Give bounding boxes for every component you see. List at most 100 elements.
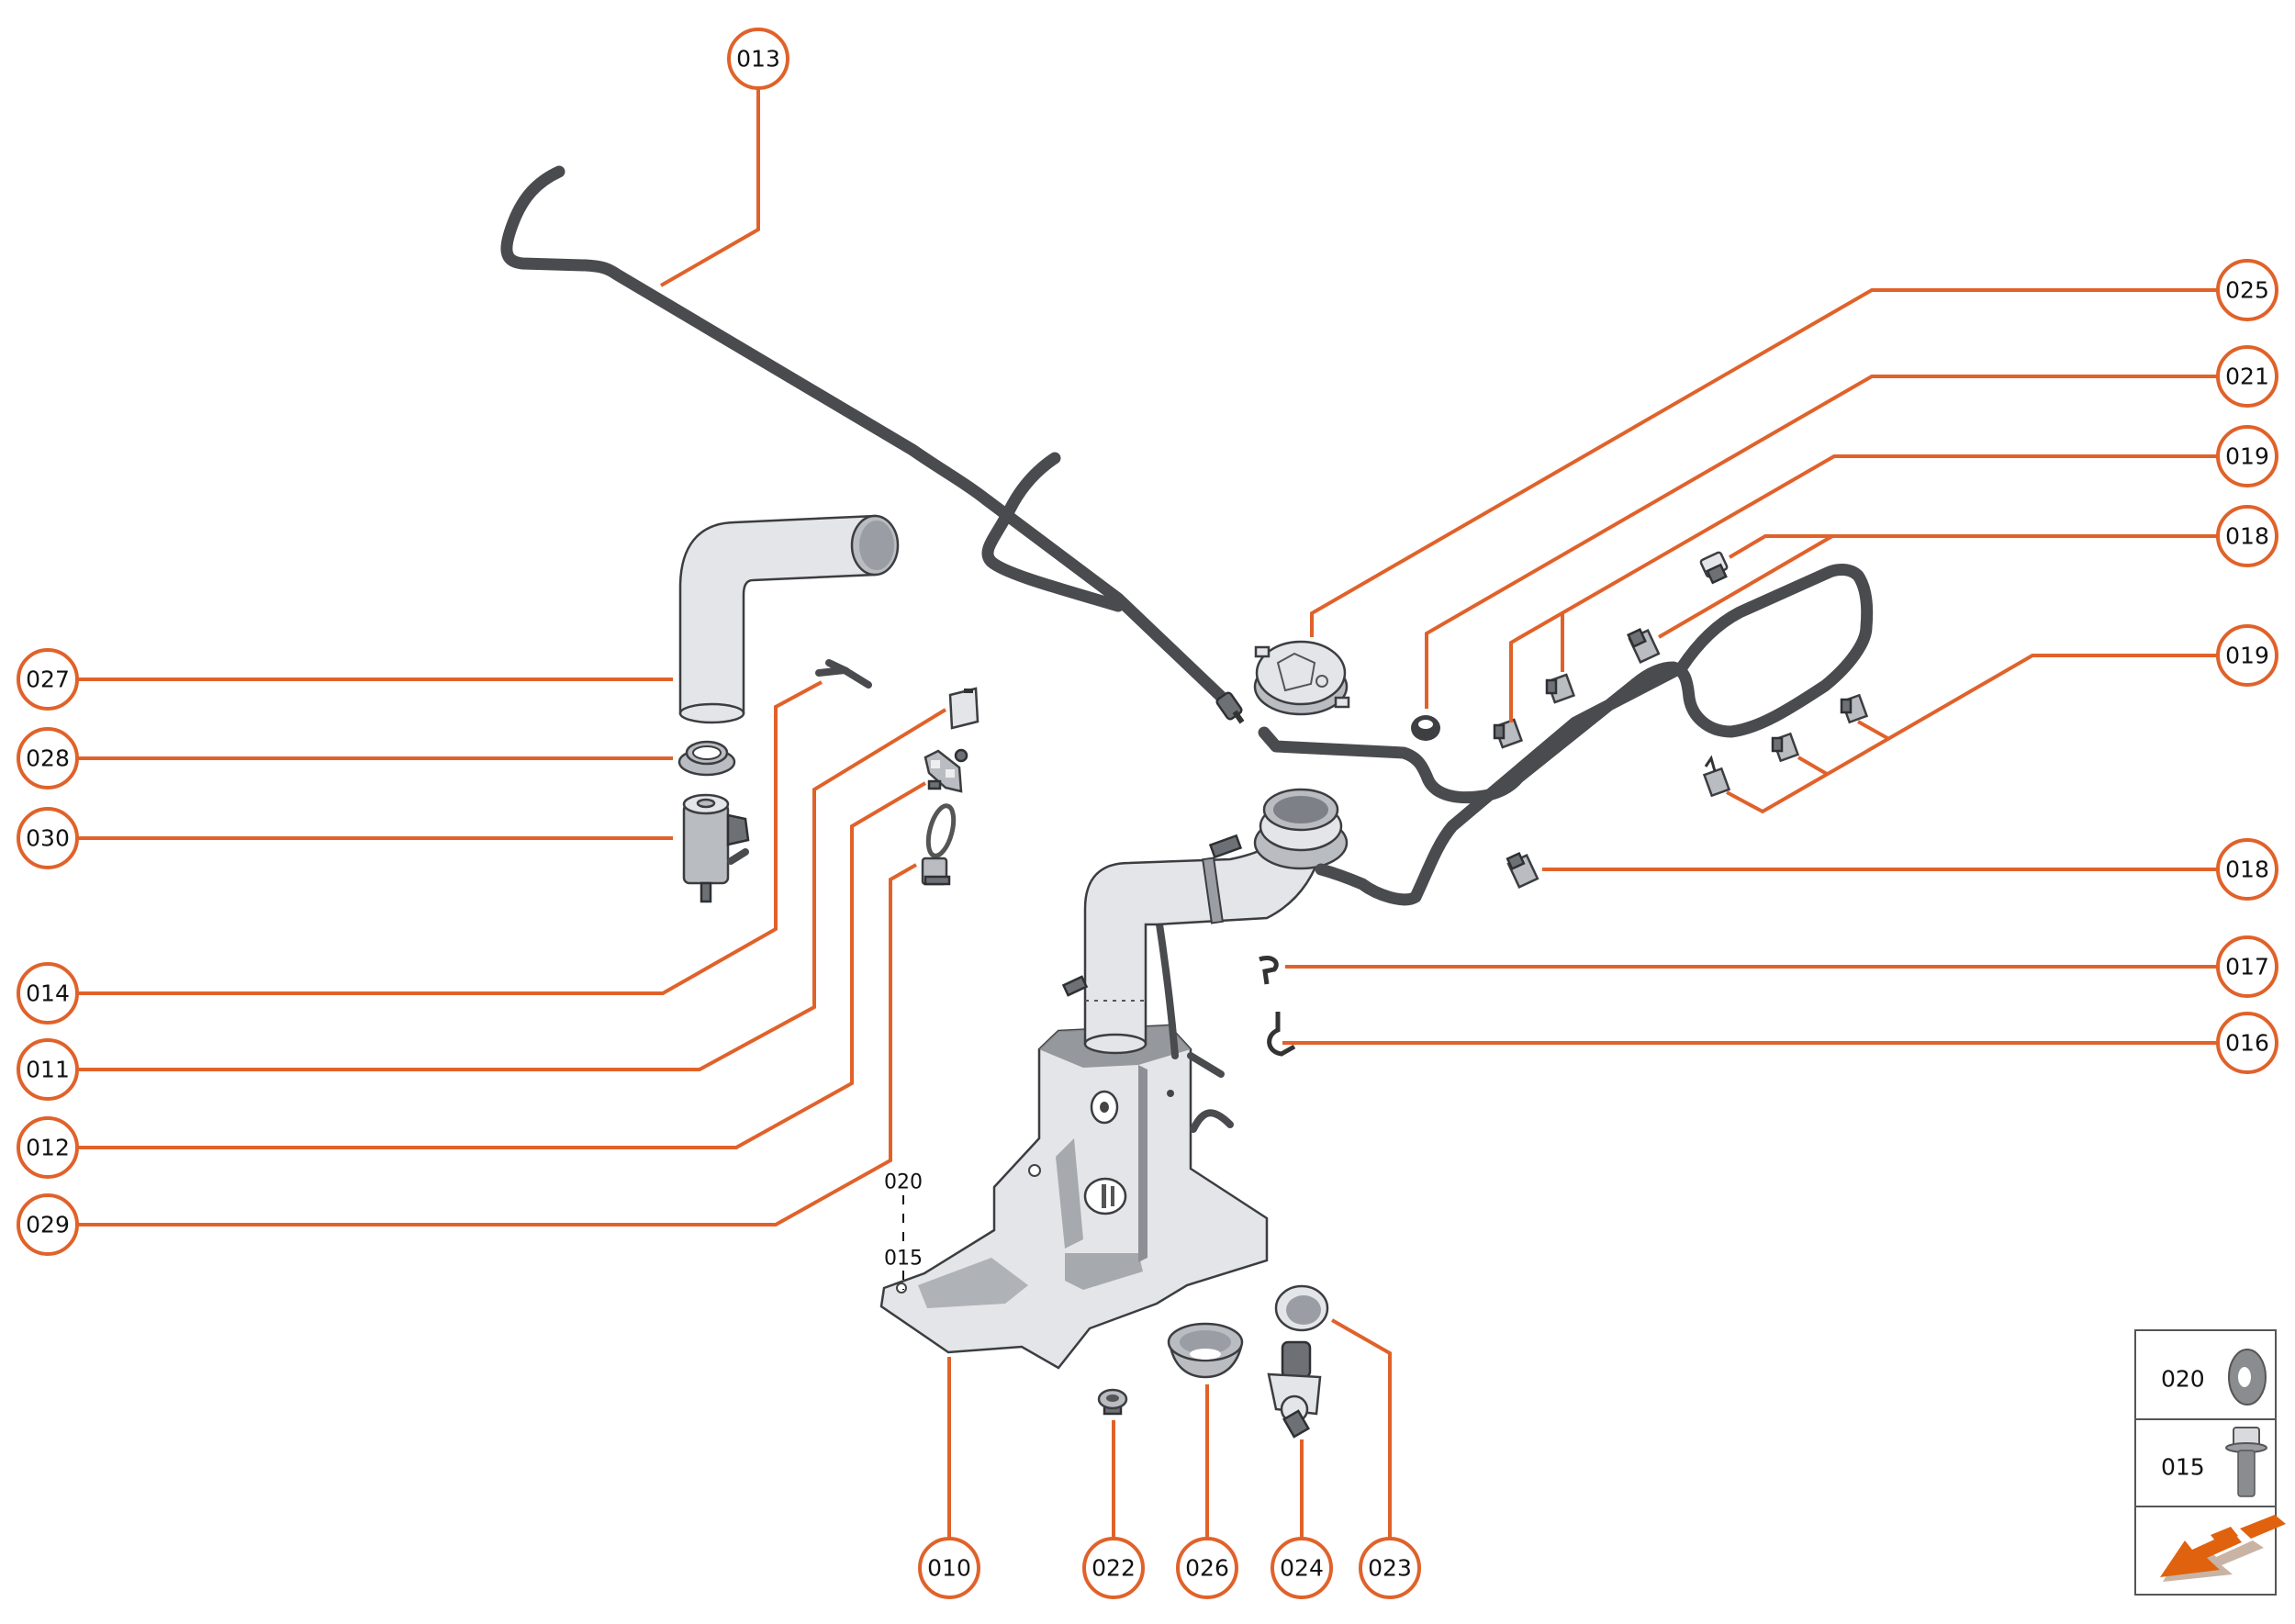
callout-018[interactable]: 018 [1657, 505, 2278, 639]
leader-line [77, 863, 917, 1226]
callout-label: 018 [2225, 523, 2269, 550]
callout-019[interactable]: 019 [1509, 425, 2278, 722]
level-sensor-024-drawing [1267, 1340, 1322, 1439]
orientation-arrow-icon [2160, 1515, 2286, 1582]
callout-label: 027 [26, 666, 70, 693]
callout-circle[interactable] [1176, 1537, 1238, 1599]
callout-circle[interactable] [17, 1193, 79, 1256]
callout-circle[interactable] [17, 807, 79, 869]
callout-circle[interactable] [2216, 425, 2278, 487]
leader-line [1728, 534, 2218, 559]
flange-bolt-icon [2225, 1427, 2267, 1497]
callout-029[interactable]: 029 [17, 863, 917, 1256]
callout-circle[interactable] [2216, 624, 2278, 687]
callout-025[interactable]: 025 [1310, 259, 2278, 637]
clip-018c [1506, 851, 1539, 889]
leader-line [1509, 454, 2218, 722]
leader-branch [1657, 534, 1834, 639]
callout-label: 014 [26, 980, 70, 1007]
grommet-028-drawing [677, 740, 736, 777]
callout-027[interactable]: 027 [17, 648, 673, 711]
leader-line [1726, 654, 2218, 814]
callout-016[interactable]: 016 [1282, 1012, 2278, 1074]
callout-021[interactable]: 021 [1425, 345, 2278, 709]
filler-cap-025-drawing [1253, 640, 1350, 716]
bracket-012-drawing [924, 748, 968, 793]
callout-circle[interactable] [1359, 1537, 1421, 1599]
clamp-029-drawing [921, 803, 957, 886]
callout-026[interactable]: 026 [1176, 1384, 1238, 1599]
callout-circle[interactable] [2216, 935, 2278, 998]
callout-022[interactable]: 022 [1082, 1420, 1145, 1599]
callout-circle[interactable] [17, 962, 79, 1025]
leader-line [1331, 1318, 1392, 1539]
clip-019b [1545, 673, 1576, 704]
legend-part-015: 015 [2161, 1454, 2205, 1481]
callout-label: 019 [2225, 643, 2269, 669]
clip-019d [1771, 732, 1800, 763]
callout-circle[interactable] [918, 1537, 980, 1599]
callout-circle[interactable] [2216, 259, 2278, 321]
leader-line [77, 781, 927, 1149]
leader-branch [1857, 720, 1888, 740]
callout-label: 011 [26, 1057, 70, 1083]
callout-label: 028 [26, 745, 70, 772]
clip-018a [1699, 551, 1729, 585]
clip-017 [1259, 955, 1279, 985]
callout-label: 023 [1368, 1555, 1412, 1582]
callout-024[interactable]: 024 [1271, 1439, 1333, 1599]
callout-013[interactable]: 013 [660, 28, 789, 287]
callout-label: 010 [927, 1555, 971, 1582]
leader-line [77, 680, 823, 995]
callout-label: 017 [2225, 954, 2269, 980]
clip-019e [1702, 755, 1731, 798]
callout-label: 026 [1185, 1555, 1229, 1582]
callout-label: 018 [2225, 857, 2269, 883]
callout-label: 021 [2225, 364, 2269, 390]
callout-circle[interactable] [17, 648, 79, 711]
callout-circle[interactable] [1271, 1537, 1333, 1599]
clip-019a [1493, 718, 1524, 749]
callout-label: 022 [1092, 1555, 1136, 1582]
callout-circle[interactable] [2216, 838, 2278, 901]
callout-circle[interactable] [727, 28, 789, 90]
callout-label: 024 [1280, 1555, 1324, 1582]
callout-circle[interactable] [1082, 1537, 1145, 1599]
clip-018b [1627, 628, 1661, 664]
callout-circle[interactable] [2216, 345, 2278, 408]
callout-circle[interactable] [17, 1116, 79, 1179]
plug-022-drawing [1097, 1388, 1128, 1416]
distribution-hose-drawing [1258, 564, 1874, 906]
callout-014[interactable]: 014 [17, 680, 823, 1025]
grommet-026-drawing [1167, 1322, 1244, 1379]
clip-019c [1840, 693, 1869, 724]
callout-circle[interactable] [17, 1038, 79, 1101]
callout-label: 019 [2225, 443, 2269, 470]
callout-010[interactable]: 010 [918, 1357, 980, 1599]
leader-line [1310, 288, 2218, 637]
callout-028[interactable]: 028 [17, 727, 673, 790]
callout-023[interactable]: 023 [1331, 1318, 1421, 1599]
leader-line [1425, 375, 2218, 709]
leader-branch [1797, 756, 1829, 776]
reservoir-010-drawing [879, 1024, 1269, 1370]
callout-030[interactable]: 030 [17, 807, 673, 869]
callout-019[interactable]: 019 [1726, 624, 2278, 814]
legend-part-020: 020 [2161, 1366, 2205, 1393]
pad-011-drawing [948, 687, 980, 730]
callout-011[interactable]: 011 [17, 708, 947, 1101]
callout-circle[interactable] [2216, 1012, 2278, 1074]
callout-circle[interactable] [2216, 505, 2278, 567]
callout-label: 029 [26, 1212, 70, 1238]
hose-clip-014-drawing [815, 659, 872, 689]
washer-pump-030-drawing [682, 793, 750, 903]
inline-label-020: 020 [884, 1171, 923, 1194]
callout-label: 016 [2225, 1030, 2269, 1057]
washer-icon [2228, 1349, 2267, 1406]
callout-018[interactable]: 018 [1542, 838, 2278, 901]
callout-017[interactable]: 017 [1285, 935, 2278, 998]
callout-circle[interactable] [17, 727, 79, 790]
callout-012[interactable]: 012 [17, 781, 927, 1179]
